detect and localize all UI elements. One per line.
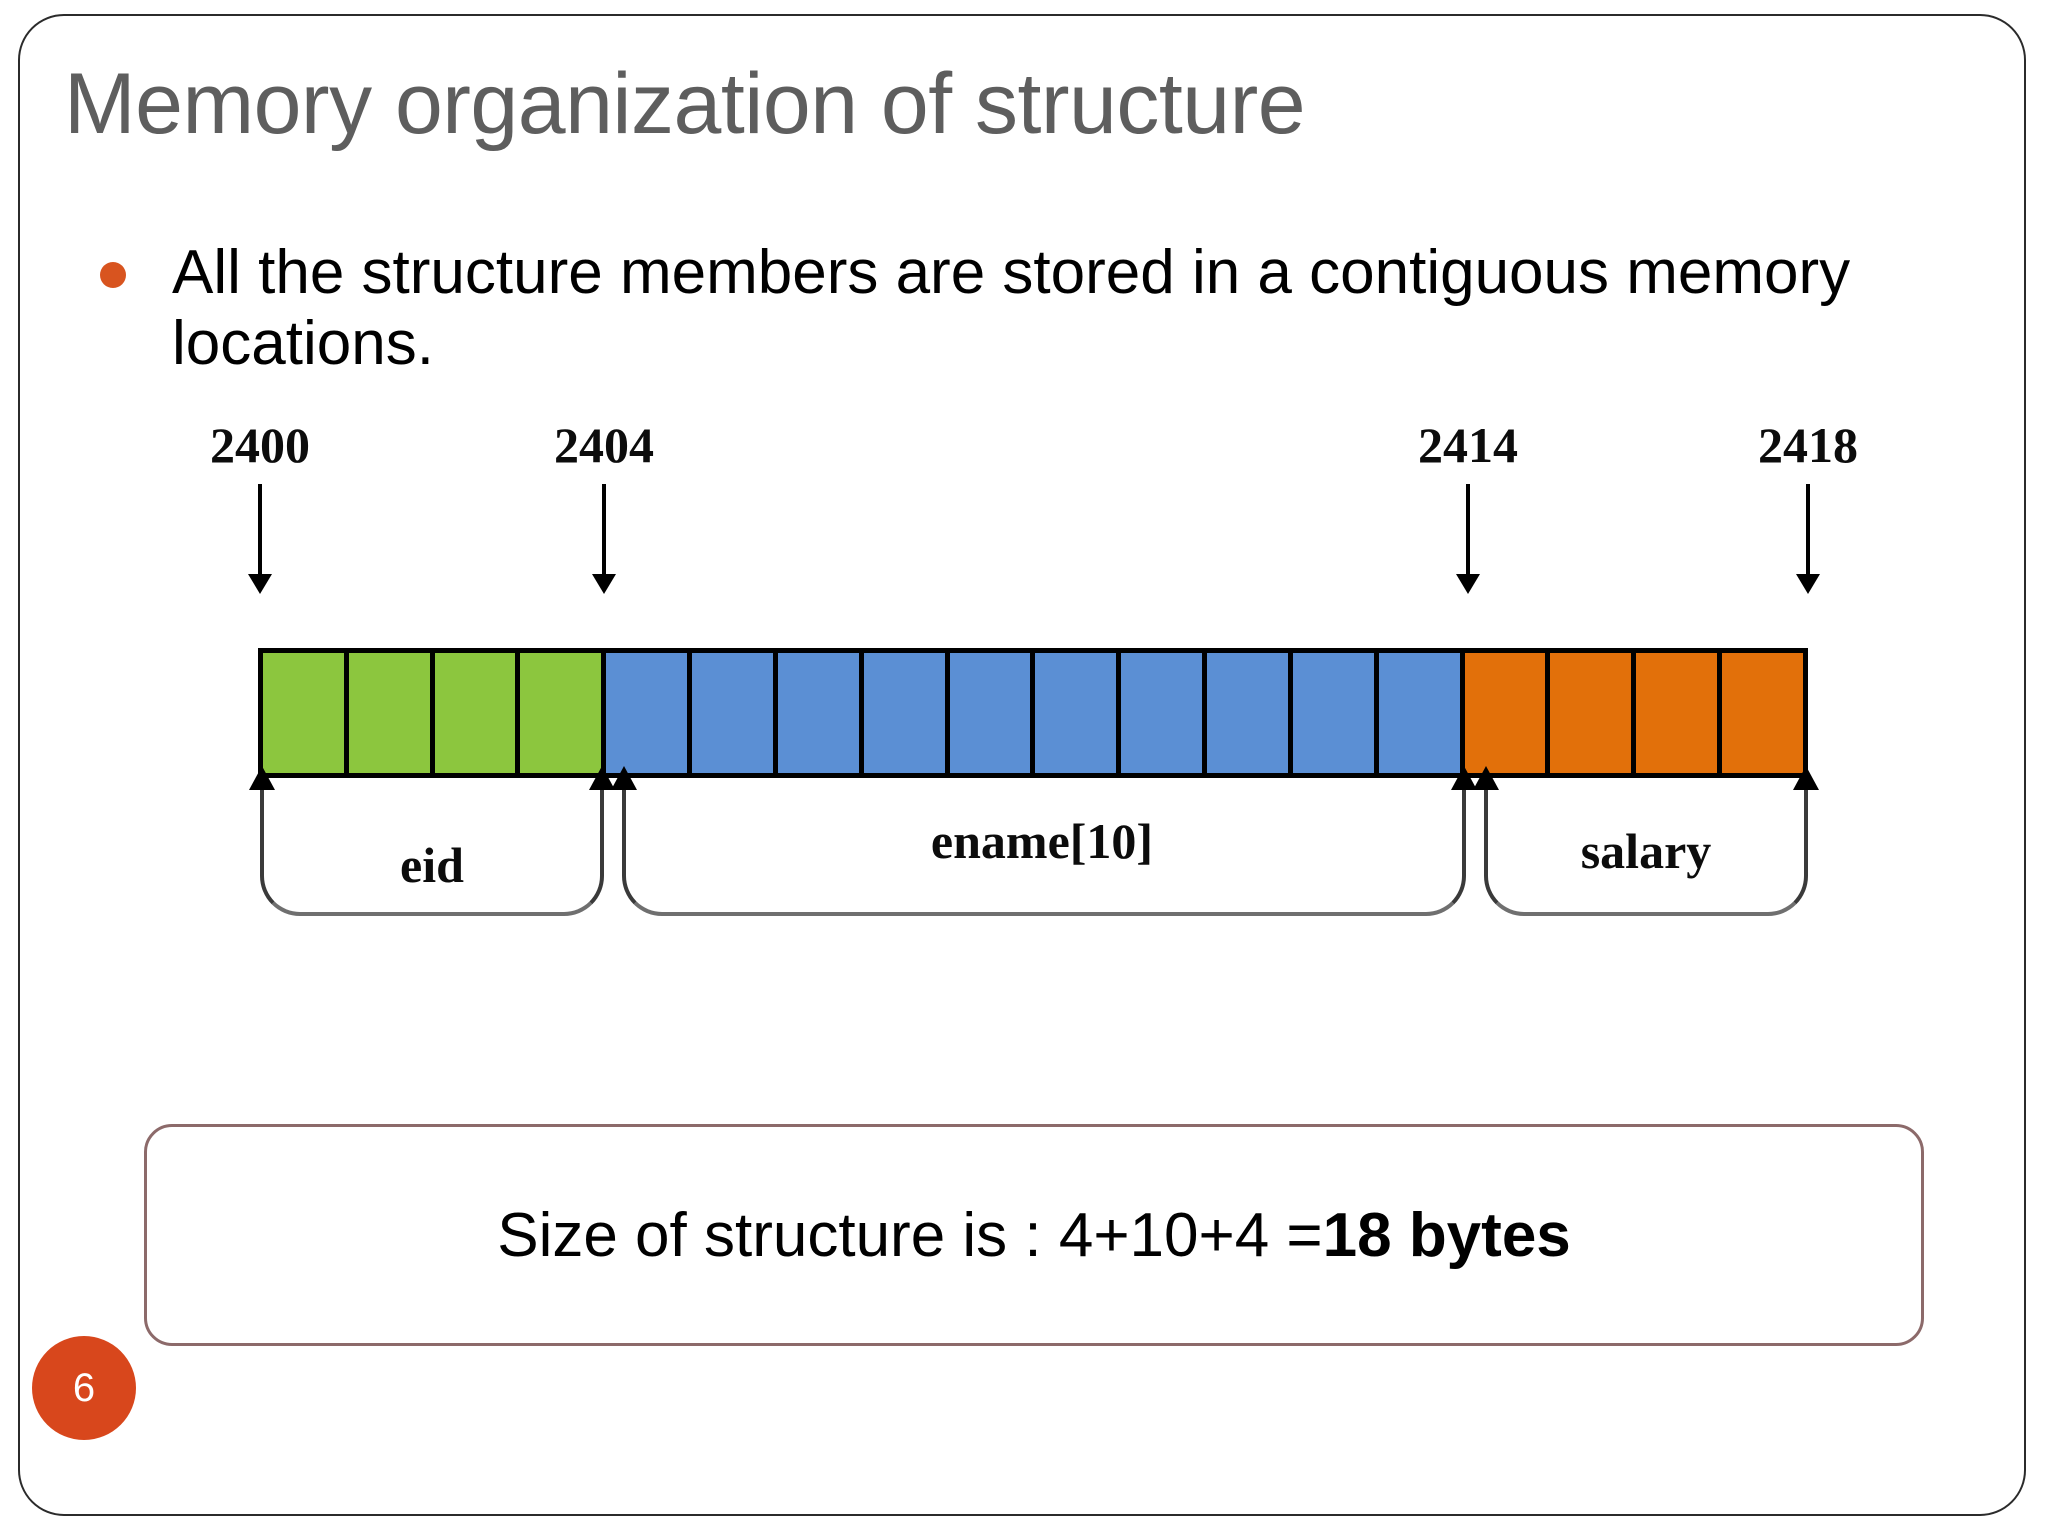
member-bracket-ename xyxy=(611,766,1477,916)
memory-cell xyxy=(1464,653,1551,773)
memory-cell xyxy=(1722,653,1803,773)
page-title: Memory organization of structure xyxy=(64,56,1306,152)
member-label-salary: salary xyxy=(1580,823,1712,879)
memory-cell xyxy=(1035,653,1122,773)
memory-cell xyxy=(434,653,521,773)
member-bracket-eid xyxy=(249,766,615,916)
member-bracket-salary xyxy=(1473,766,1819,916)
bullet-item-label: All the structure members are stored in … xyxy=(172,238,1851,378)
member-label-ename: ename[10] xyxy=(930,813,1154,869)
address-label: 2418 xyxy=(1758,417,1858,473)
summary-emphasis: 18 bytes xyxy=(1322,1200,1571,1270)
memory-cell xyxy=(1636,653,1723,773)
memory-cell xyxy=(348,653,435,773)
memory-cell xyxy=(1550,653,1637,773)
address-label: 2400 xyxy=(210,417,310,473)
memory-cell xyxy=(606,653,693,773)
memory-cell xyxy=(520,653,607,773)
memory-cell xyxy=(949,653,1036,773)
memory-cell xyxy=(1378,653,1465,773)
summary-prefix: Size of structure is : 4+10+4 = xyxy=(497,1200,1323,1270)
memory-cell-bar xyxy=(258,648,1808,778)
down-arrow-icon xyxy=(1796,484,1820,594)
slide-canvas: Memory organization of structure All the… xyxy=(18,14,2026,1516)
down-arrow-icon xyxy=(1456,484,1480,594)
down-arrow-icon xyxy=(592,484,616,594)
memory-layout-diagram: 2400 2404 2414 2418 xyxy=(20,416,2024,996)
memory-cell xyxy=(1207,653,1293,773)
memory-cell xyxy=(692,653,778,773)
memory-cell xyxy=(1121,653,1208,773)
address-label: 2404 xyxy=(554,417,654,473)
memory-cell xyxy=(863,653,950,773)
page-number-label: 6 xyxy=(72,1365,96,1410)
memory-cell xyxy=(777,653,864,773)
memory-cell xyxy=(263,653,349,773)
memory-cell xyxy=(1292,653,1379,773)
bullet-dot-icon xyxy=(100,262,126,288)
down-arrow-icon xyxy=(248,484,272,594)
member-label-eid: eid xyxy=(400,837,464,893)
address-label: 2414 xyxy=(1418,417,1518,473)
summary-text: Size of structure is : 4+10+4 =18 bytes xyxy=(497,1200,1571,1271)
summary-box: Size of structure is : 4+10+4 =18 bytes xyxy=(144,1124,1924,1346)
page-number-badge: 6 xyxy=(32,1336,136,1440)
